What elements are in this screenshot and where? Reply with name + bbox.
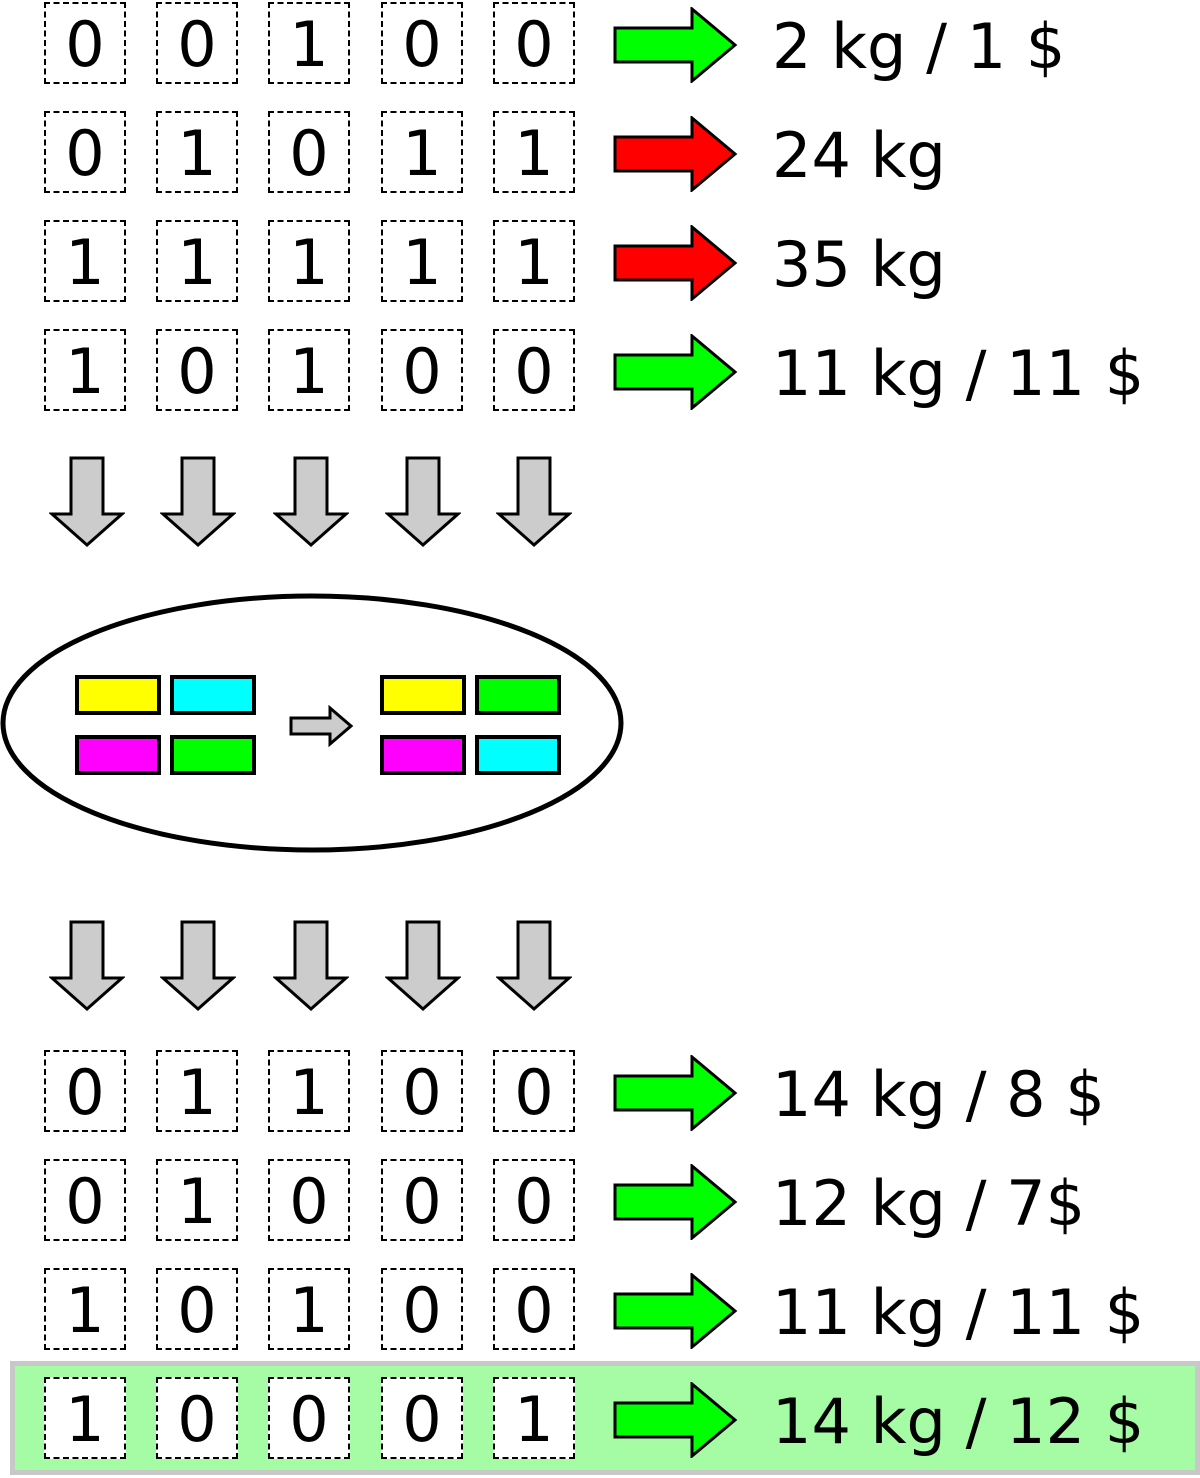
- gene-bit: 0: [44, 111, 126, 193]
- gene-segment: [380, 735, 466, 775]
- crossover-operator: [0, 593, 624, 853]
- gene-bit: 0: [493, 1159, 575, 1241]
- fit-arrow-icon: [613, 1164, 738, 1240]
- gene-bit: 1: [268, 2, 350, 84]
- gene-bit: 1: [381, 220, 463, 302]
- gene-bit: 1: [44, 1268, 126, 1350]
- weight-value-label: 14 kg / 8 $: [772, 1058, 1105, 1131]
- down-arrow-icon: [273, 456, 349, 548]
- gene-bit: 0: [268, 1159, 350, 1241]
- gene-bit: 0: [381, 1050, 463, 1132]
- weight-value-label: 11 kg / 11 $: [772, 1276, 1145, 1349]
- gene-bit: 0: [381, 329, 463, 411]
- weight-value-label: 2 kg / 1 $: [772, 10, 1066, 83]
- down-arrow-icon: [160, 920, 236, 1012]
- gene-bit: 0: [44, 1159, 126, 1241]
- crossover-arrow-icon: [289, 704, 354, 748]
- gene-bit: 1: [156, 111, 238, 193]
- gene-bit: 0: [268, 1377, 350, 1459]
- gene-segment: [75, 675, 161, 715]
- gene-segment: [75, 735, 161, 775]
- down-arrow-icon: [385, 456, 461, 548]
- fit-arrow-icon: [613, 334, 738, 410]
- gene-bit: 1: [493, 111, 575, 193]
- gene-segment: [475, 735, 561, 775]
- down-arrow-icon: [496, 920, 572, 1012]
- gene-bit: 0: [156, 1268, 238, 1350]
- gene-bit: 0: [44, 1050, 126, 1132]
- fit-arrow-icon: [613, 7, 738, 83]
- gene-bit: 0: [493, 1050, 575, 1132]
- gene-segment: [170, 735, 256, 775]
- gene-bit: 1: [493, 220, 575, 302]
- gene-bit: 0: [381, 1377, 463, 1459]
- gene-bit: 0: [268, 111, 350, 193]
- unfit-arrow-icon: [613, 116, 738, 192]
- gene-bit: 1: [268, 1050, 350, 1132]
- gene-bit: 1: [268, 1268, 350, 1350]
- gene-bit: 0: [493, 1268, 575, 1350]
- gene-bit: 0: [156, 329, 238, 411]
- gene-bit: 1: [44, 329, 126, 411]
- weight-value-label: 14 kg / 12 $: [772, 1385, 1145, 1458]
- gene-bit: 0: [381, 1159, 463, 1241]
- gene-segment: [380, 675, 466, 715]
- gene-segment: [475, 675, 561, 715]
- gene-bit: 0: [493, 2, 575, 84]
- gene-bit: 1: [268, 220, 350, 302]
- gene-bit: 0: [381, 2, 463, 84]
- fit-arrow-icon: [613, 1382, 738, 1458]
- gene-bit: 1: [156, 1050, 238, 1132]
- gene-bit: 1: [44, 220, 126, 302]
- down-arrow-icon: [160, 456, 236, 548]
- down-arrow-icon: [385, 920, 461, 1012]
- weight-value-label: 35 kg: [772, 228, 946, 301]
- down-arrow-icon: [273, 920, 349, 1012]
- down-arrow-icon: [496, 456, 572, 548]
- gene-bit: 1: [44, 1377, 126, 1459]
- unfit-arrow-icon: [613, 225, 738, 301]
- gene-segment: [170, 675, 256, 715]
- gene-bit: 1: [156, 220, 238, 302]
- weight-value-label: 11 kg / 11 $: [772, 337, 1145, 410]
- down-arrow-icon: [49, 456, 125, 548]
- down-arrow-icon: [49, 920, 125, 1012]
- gene-bit: 0: [44, 2, 126, 84]
- weight-value-label: 12 kg / 7$: [772, 1167, 1086, 1240]
- gene-bit: 0: [493, 329, 575, 411]
- gene-bit: 1: [493, 1377, 575, 1459]
- gene-bit: 0: [156, 1377, 238, 1459]
- gene-bit: 0: [156, 2, 238, 84]
- gene-bit: 0: [381, 1268, 463, 1350]
- fit-arrow-icon: [613, 1055, 738, 1131]
- weight-value-label: 24 kg: [772, 119, 946, 192]
- gene-bit: 1: [381, 111, 463, 193]
- gene-bit: 1: [268, 329, 350, 411]
- fit-arrow-icon: [613, 1273, 738, 1349]
- gene-bit: 1: [156, 1159, 238, 1241]
